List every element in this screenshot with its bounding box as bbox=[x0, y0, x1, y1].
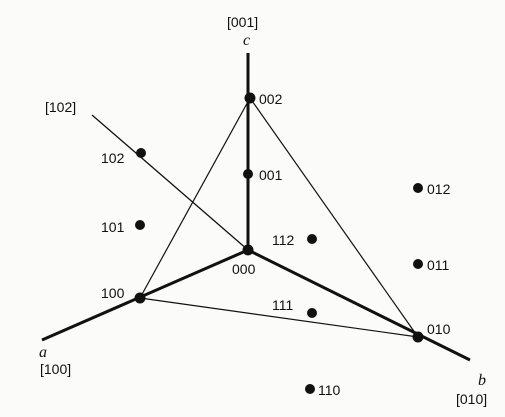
label-000: 000 bbox=[232, 261, 256, 277]
point-111 bbox=[307, 308, 317, 318]
b-direction-index: [010] bbox=[456, 391, 487, 407]
label-110: 110 bbox=[318, 382, 341, 398]
label-010: 010 bbox=[427, 321, 451, 337]
point-102 bbox=[136, 148, 146, 158]
label-002: 002 bbox=[259, 91, 283, 107]
b-axis-line bbox=[247, 248, 471, 362]
edge-100-010 bbox=[139, 297, 419, 338]
label-112: 112 bbox=[272, 232, 295, 248]
label-012: 012 bbox=[427, 181, 451, 197]
point-000 bbox=[242, 244, 254, 256]
c-axis-letter: c bbox=[243, 32, 250, 49]
label-111: 111 bbox=[272, 297, 293, 313]
direction-102-index: [102] bbox=[45, 99, 76, 115]
point-010 bbox=[412, 331, 424, 343]
edge-002-100 bbox=[139, 97, 251, 299]
point-100 bbox=[134, 292, 146, 304]
direction-102-line bbox=[91, 114, 249, 251]
b-axis-letter: b bbox=[478, 372, 486, 389]
edge-002-010 bbox=[249, 97, 419, 338]
label-102: 102 bbox=[101, 150, 125, 166]
point-011 bbox=[413, 259, 423, 269]
label-100: 100 bbox=[101, 285, 125, 301]
point-101 bbox=[135, 220, 145, 230]
point-012 bbox=[413, 183, 423, 193]
c-direction-index: [001] bbox=[227, 14, 258, 30]
label-101: 101 bbox=[101, 219, 125, 235]
a-axis-letter: a bbox=[39, 344, 47, 361]
point-112 bbox=[307, 234, 317, 244]
point-110 bbox=[305, 384, 315, 394]
point-002 bbox=[244, 92, 256, 104]
a-direction-index: [100] bbox=[40, 361, 71, 377]
a-axis-line bbox=[41, 248, 249, 342]
point-001 bbox=[243, 169, 253, 179]
label-001: 001 bbox=[259, 167, 283, 183]
label-011: 011 bbox=[427, 257, 450, 273]
